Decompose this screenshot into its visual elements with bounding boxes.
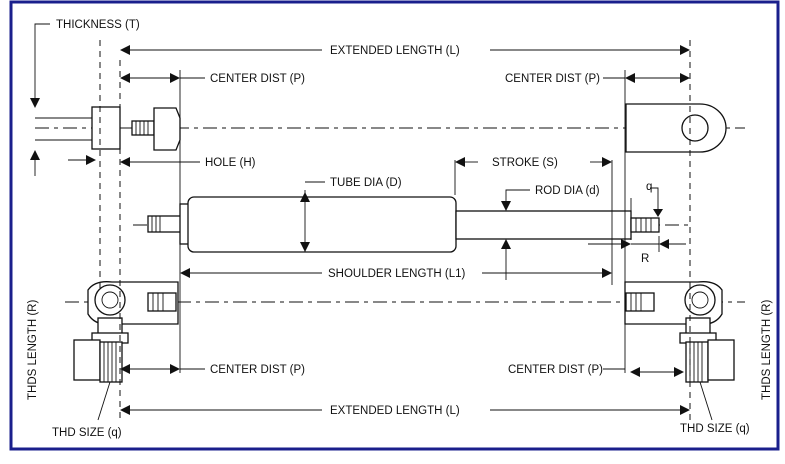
rod <box>455 210 632 240</box>
top-eye-assembly <box>35 103 745 153</box>
reference-lines <box>99 40 691 420</box>
center-dist-top-left-label: CENTER DIST (P) <box>210 73 305 85</box>
gas-spring-cylinder <box>133 196 690 253</box>
tube-body <box>187 196 457 253</box>
tube-dia-label: TUBE DIA (D) <box>330 177 402 189</box>
stroke-label: STROKE (S) <box>492 157 558 169</box>
bottom-ball-joint-assembly <box>65 281 745 383</box>
thds-length-left-label: THDS LENGTH (R) <box>27 300 39 400</box>
dimension-lines <box>30 23 713 421</box>
extended-length-top-label: EXTENDED LENGTH (L) <box>330 45 460 57</box>
thickness-label: THICKNESS (T) <box>56 19 140 31</box>
hole-label: HOLE (H) <box>205 157 256 169</box>
thd-size-right-label: THD SIZE (q) <box>680 423 750 435</box>
thd-size-left-label: THD SIZE (q) <box>52 427 122 439</box>
center-dist-bottom-right-label: CENTER DIST (P) <box>508 364 603 376</box>
shoulder-length-label: SHOULDER LENGTH (L1) <box>328 268 466 280</box>
diagram-border <box>9 0 780 451</box>
center-dist-top-right-label: CENTER DIST (P) <box>505 73 600 85</box>
q-label: q <box>646 181 652 193</box>
thds-length-right-label: THDS LENGTH (R) <box>761 300 773 400</box>
rod-dia-label: ROD DIA (d) <box>535 185 600 197</box>
center-dist-bottom-left-label: CENTER DIST (P) <box>210 364 305 376</box>
r-label: R <box>641 253 649 265</box>
extended-length-bottom-label: EXTENDED LENGTH (L) <box>330 405 460 417</box>
